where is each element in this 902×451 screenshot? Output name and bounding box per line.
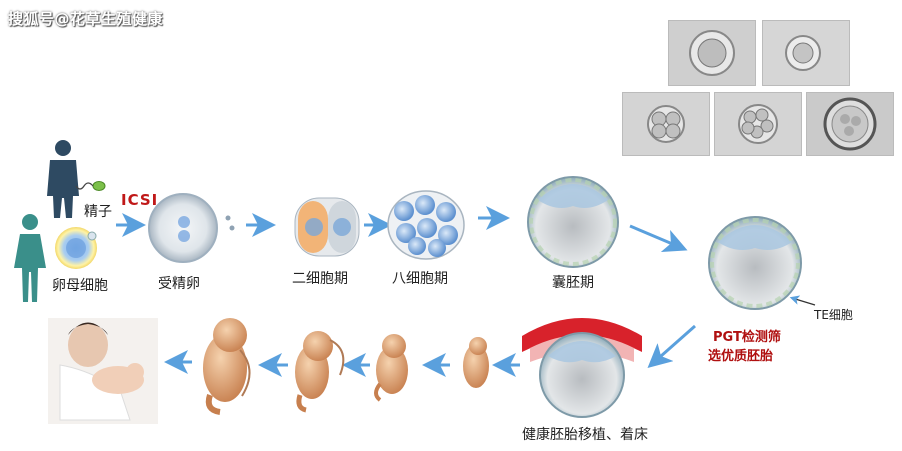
man-icon bbox=[47, 140, 79, 218]
biopsy-blastocyst-icon bbox=[708, 216, 802, 310]
microscope-photo-4cell bbox=[622, 92, 710, 156]
fetus-icon-stage3 bbox=[295, 331, 345, 413]
label-sperm: 精子 bbox=[84, 204, 112, 220]
label-pgt-line2: 选优质胚胎 bbox=[708, 349, 774, 364]
label-pgt-line1: PGT检测筛 bbox=[713, 330, 781, 345]
label-egg-cell: 卵母细胞 bbox=[52, 278, 108, 294]
eight-cell-icon bbox=[387, 190, 465, 260]
label-two-cell: 二细胞期 bbox=[292, 271, 348, 287]
zygote-icon bbox=[148, 193, 235, 263]
microscope-photo-oocyte bbox=[762, 20, 850, 86]
te-pointer bbox=[789, 295, 816, 306]
fetus-icon-stage1 bbox=[463, 337, 489, 388]
egg-icon bbox=[55, 227, 97, 269]
fetus-icon-stage2 bbox=[374, 334, 408, 402]
microscope-photo-blastocyst bbox=[806, 92, 894, 156]
microscope-photo-zygote bbox=[668, 20, 756, 86]
arrow-5 bbox=[629, 224, 688, 253]
label-zygote: 受精卵 bbox=[158, 276, 200, 292]
sperm-icon bbox=[75, 181, 106, 191]
blastocyst-icon bbox=[527, 176, 619, 268]
mother-baby-photo bbox=[48, 318, 158, 424]
arrow-6 bbox=[647, 324, 696, 368]
label-transfer: 健康胚胎移植、着床 bbox=[522, 427, 648, 443]
two-cell-icon bbox=[294, 197, 360, 257]
label-blastocyst: 囊胚期 bbox=[552, 275, 594, 291]
woman-icon bbox=[14, 214, 46, 302]
microscope-photo-8cell bbox=[714, 92, 802, 156]
watermark: 搜狐号@花草生殖健康 bbox=[8, 10, 164, 28]
label-icsi: ICSI bbox=[121, 191, 159, 209]
implantation-icon bbox=[522, 318, 642, 418]
fetus-icon-stage4 bbox=[203, 318, 251, 415]
label-te-cell: TE细胞 bbox=[814, 308, 853, 322]
label-eight-cell: 八细胞期 bbox=[392, 271, 448, 287]
